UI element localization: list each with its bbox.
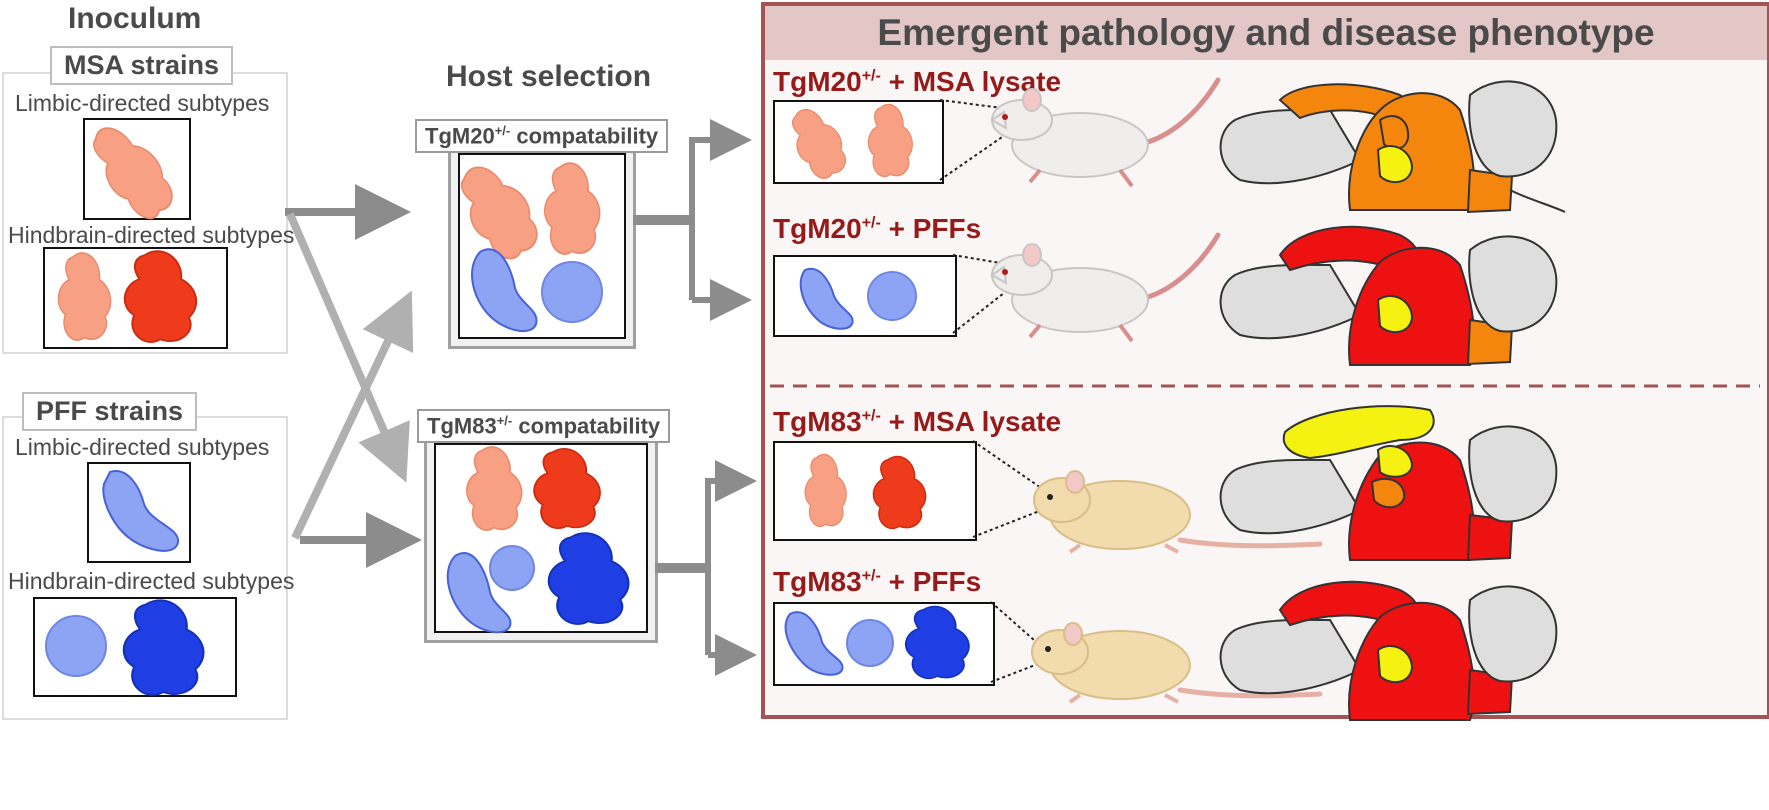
condition-4-name: TgM83	[773, 566, 862, 597]
mouse-tgm20-1	[990, 77, 1221, 188]
phenotype-title: Emergent pathology and disease phenotype	[765, 6, 1767, 60]
pff-hindbrain-strains	[45, 599, 205, 697]
pff-limbic-strain	[102, 470, 179, 552]
tgm20-host-strains	[447, 152, 603, 333]
condition-2-name: TgM20	[773, 213, 862, 244]
msa-limbic-label: Limbic-directed subtypes	[15, 90, 270, 116]
msa-hindbrain-strains	[57, 250, 198, 343]
host-branch-arrows	[633, 119, 757, 676]
brain-tgm20-pff	[1219, 225, 1558, 366]
condition-3-strains	[804, 453, 927, 530]
condition-1-strains	[782, 99, 914, 185]
brain-tgm83-msa	[1219, 405, 1558, 562]
tgm83-name: TgM83	[427, 413, 497, 439]
condition-3-name: TgM83	[773, 406, 862, 437]
tgm83-compatibility-label: TgM83+/- compatability	[417, 409, 671, 444]
host-selection-title: Host selection	[446, 60, 652, 93]
inoculum-arrows	[285, 184, 422, 568]
mouse-tgm83-2	[1031, 622, 1323, 704]
tgm83-suffix: compatability	[512, 413, 661, 439]
tgm20-genotype: +/-	[494, 123, 511, 138]
msa-hindbrain-label: Hindbrain-directed subtypes	[8, 222, 295, 248]
brain-tgm20-msa	[1219, 80, 1566, 214]
condition-3-suffix: + MSA lysate	[880, 406, 1062, 437]
arrow-msa-to-tgm83	[286, 212, 410, 483]
mouse-tgm20-2	[990, 232, 1221, 343]
condition-1-name: TgM20	[773, 66, 862, 97]
tgm20-name: TgM20	[425, 123, 495, 149]
tgm83-genotype: +/-	[496, 413, 513, 428]
pff-strains-label: PFF strains	[22, 392, 198, 431]
condition-4-genotype: +/-	[861, 567, 881, 585]
condition-2-suffix: + PFFs	[880, 213, 982, 244]
pff-limbic-label: Limbic-directed subtypes	[15, 434, 270, 460]
msa-limbic-strain	[80, 112, 184, 229]
tgm20-suffix: compatability	[510, 123, 659, 149]
condition-2-strains	[799, 267, 917, 330]
tgm20-compatibility-label: TgM20+/- compatability	[415, 119, 669, 154]
condition-2-genotype: +/-	[861, 214, 881, 232]
condition-3-genotype: +/-	[861, 407, 881, 425]
condition-1-genotype: +/-	[861, 67, 881, 85]
arrow-pff-to-tgm20	[291, 290, 414, 540]
condition-2-label: TgM20+/- + PFFs	[773, 213, 981, 245]
mouse-tgm83-1	[1033, 470, 1323, 554]
zoom-lines	[939, 99, 1048, 683]
msa-strains-label: MSA strains	[50, 46, 234, 85]
condition-3-label: TgM83+/- + MSA lysate	[773, 406, 1061, 438]
condition-4-suffix: + PFFs	[880, 566, 982, 597]
pff-hindbrain-label: Hindbrain-directed subtypes	[8, 568, 295, 594]
condition-4-label: TgM83+/- + PFFs	[773, 566, 981, 598]
inoculum-title: Inoculum	[68, 2, 202, 35]
tgm83-host-strains	[446, 446, 630, 634]
brain-tgm83-pff	[1219, 580, 1558, 721]
condition-1-label: TgM20+/- + MSA lysate	[773, 66, 1061, 98]
condition-4-strains	[784, 605, 970, 680]
